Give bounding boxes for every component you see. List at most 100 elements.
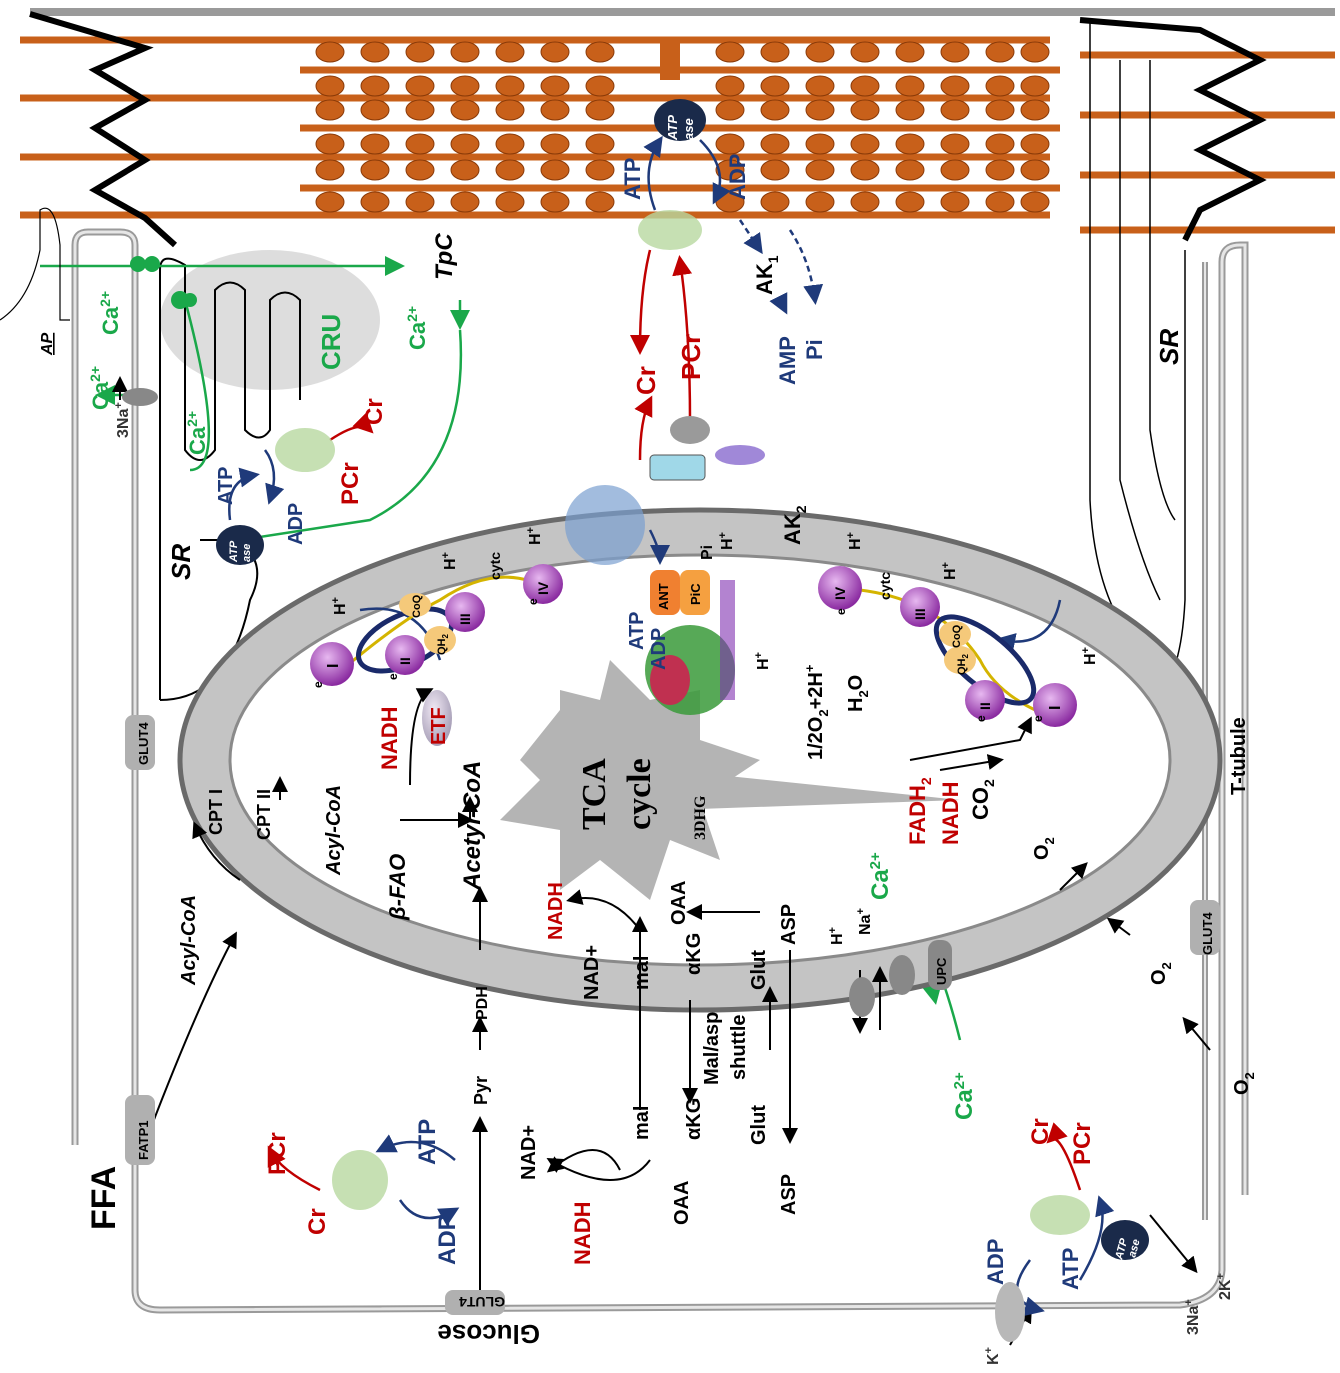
- label-qh2-right: QH2: [956, 654, 970, 676]
- label-oaa-tca: OAA: [668, 881, 690, 925]
- ck-enzyme-left: [332, 1150, 388, 1210]
- label-adp-mito: ADP: [648, 628, 670, 670]
- label-nad-plus-tca: NAD+: [581, 945, 603, 1000]
- label-nadh-tca: NADH: [545, 882, 567, 940]
- label-cpt1: CPT I: [206, 789, 226, 835]
- label-k2-br: 2K+: [1215, 1273, 1234, 1300]
- ncx-sarcolemma: [122, 388, 158, 406]
- label-adp-left: ADP: [434, 1214, 461, 1265]
- complex-ii-left: [385, 635, 425, 675]
- qh2-right: [944, 646, 976, 674]
- label-ca-5: Ca2+: [867, 852, 894, 900]
- label-ca-4: Ca2+: [404, 306, 430, 350]
- label-complex-ii-left: II: [397, 657, 413, 665]
- label-cytc-left: cytc: [487, 552, 503, 580]
- label-complex-i-left: I: [325, 664, 342, 668]
- label-ak2: AK2: [780, 505, 809, 545]
- serca-atpase: [216, 525, 264, 565]
- label-acyl-coa-outer: Acyl-CoA: [178, 895, 200, 986]
- label-pi-top: Pi: [802, 339, 827, 360]
- complex-iv-right: [818, 566, 862, 610]
- complex-i-right: [1033, 683, 1077, 727]
- label-pdh: PDH: [474, 986, 491, 1020]
- label-adp-br: ADP: [983, 1239, 1008, 1285]
- label-e-3: e: [526, 598, 540, 605]
- label-glut-outer: Glut: [748, 1105, 770, 1145]
- label-coq-right: CoQ: [951, 624, 963, 648]
- ryr-channels: [130, 256, 197, 309]
- label-cr-br: Cr: [1027, 1118, 1054, 1145]
- label-atp-br: ATP: [1058, 1248, 1083, 1290]
- label-nadh-cyto: NADH: [570, 1201, 595, 1265]
- label-fadh2: FADH2: [905, 777, 934, 845]
- label-atp-mito: ATP: [626, 611, 648, 650]
- ck-enzyme-top: [638, 210, 702, 250]
- label-glut4-bottom: GLUT4: [459, 1294, 505, 1310]
- label-co2: CO2: [968, 779, 997, 820]
- label-atpase-sr-1: ATP: [228, 540, 240, 563]
- label-asp-inner: ASP: [778, 904, 800, 945]
- label-h-5: H+: [940, 562, 959, 580]
- label-e-5: e: [974, 715, 988, 722]
- complex-iv-left: [523, 564, 563, 604]
- label-glut-inner: Glut: [748, 950, 770, 990]
- atp-synthase-cluster: [565, 485, 735, 715]
- label-atpase-top-2: ase: [681, 118, 696, 140]
- label-shuttle-line2: shuttle: [728, 1014, 750, 1080]
- tca-cycle-star: [500, 660, 960, 900]
- label-e-6: e: [1031, 715, 1045, 722]
- label-sr-right: SR: [1154, 329, 1184, 365]
- label-amp: AMP: [775, 336, 800, 385]
- nak-atpase: [1101, 1220, 1149, 1260]
- label-mal-outer: mal: [631, 1106, 653, 1140]
- label-glucose: Glucose: [437, 1319, 540, 1349]
- k-channel: [995, 1282, 1025, 1342]
- label-pcr-sr: PCr: [337, 462, 364, 505]
- label-glut4-right: GLUT4: [1200, 912, 1215, 955]
- label-atpase-br-2: ase: [1126, 1238, 1142, 1259]
- label-complex-ii-right: II: [977, 702, 993, 710]
- label-adp-top: ADP: [725, 154, 750, 200]
- label-h-3: H+: [525, 527, 544, 545]
- upc-channel: [928, 940, 952, 990]
- label-cr-left: Cr: [304, 1208, 331, 1235]
- label-h-7: H+: [753, 652, 772, 670]
- label-acetyl-coa: Acetyl-CoA: [459, 761, 486, 891]
- label-nadh-right: NADH: [938, 781, 963, 845]
- complex-ii-right: [965, 680, 1005, 720]
- label-e-4: e: [834, 608, 848, 615]
- label-tca-line2: cycle: [621, 758, 658, 830]
- label-pi-mito: Pi: [699, 545, 716, 560]
- label-o2-outer: O2: [1231, 1072, 1257, 1095]
- qh2-left: [424, 626, 456, 654]
- label-atp-left: ATP: [414, 1119, 441, 1165]
- coq-left: [399, 593, 431, 617]
- complex-iii-left: [445, 592, 485, 632]
- label-akg-outer: αKG: [683, 1098, 705, 1140]
- complex-iii-right: [900, 587, 940, 627]
- label-h-1: H+: [330, 597, 349, 615]
- myofibril-atpase: [654, 99, 706, 141]
- ck-enzyme-sr: [275, 428, 335, 472]
- label-coq-left: CoQ: [411, 594, 423, 618]
- label-cru: CRU: [316, 314, 346, 370]
- label-atpase-top-1: ATP: [665, 115, 680, 141]
- action-potential-trace: [0, 207, 70, 321]
- label-complex-iii-right: III: [912, 608, 928, 620]
- label-atp-top: ATP: [620, 158, 645, 200]
- ck-arrows: [267, 249, 1082, 1192]
- label-tpc: TpC: [431, 233, 458, 280]
- label-h-exch: H+: [827, 927, 846, 945]
- complex-i-left: [310, 642, 354, 686]
- label-complex-iv-right: IV: [832, 586, 848, 600]
- fatp1-transporter: [125, 1095, 155, 1165]
- label-tca-line1: TCA: [576, 758, 613, 830]
- label-3dhg: 3DHG: [692, 795, 709, 840]
- label-complex-iv-left: IV: [535, 581, 551, 595]
- label-h-6: H+: [1080, 647, 1099, 665]
- label-water: H2O: [845, 675, 871, 712]
- label-complex-iii-left: III: [457, 613, 473, 625]
- label-beta-fao: β-FAO: [385, 854, 410, 921]
- vdac-channel: [649, 416, 765, 481]
